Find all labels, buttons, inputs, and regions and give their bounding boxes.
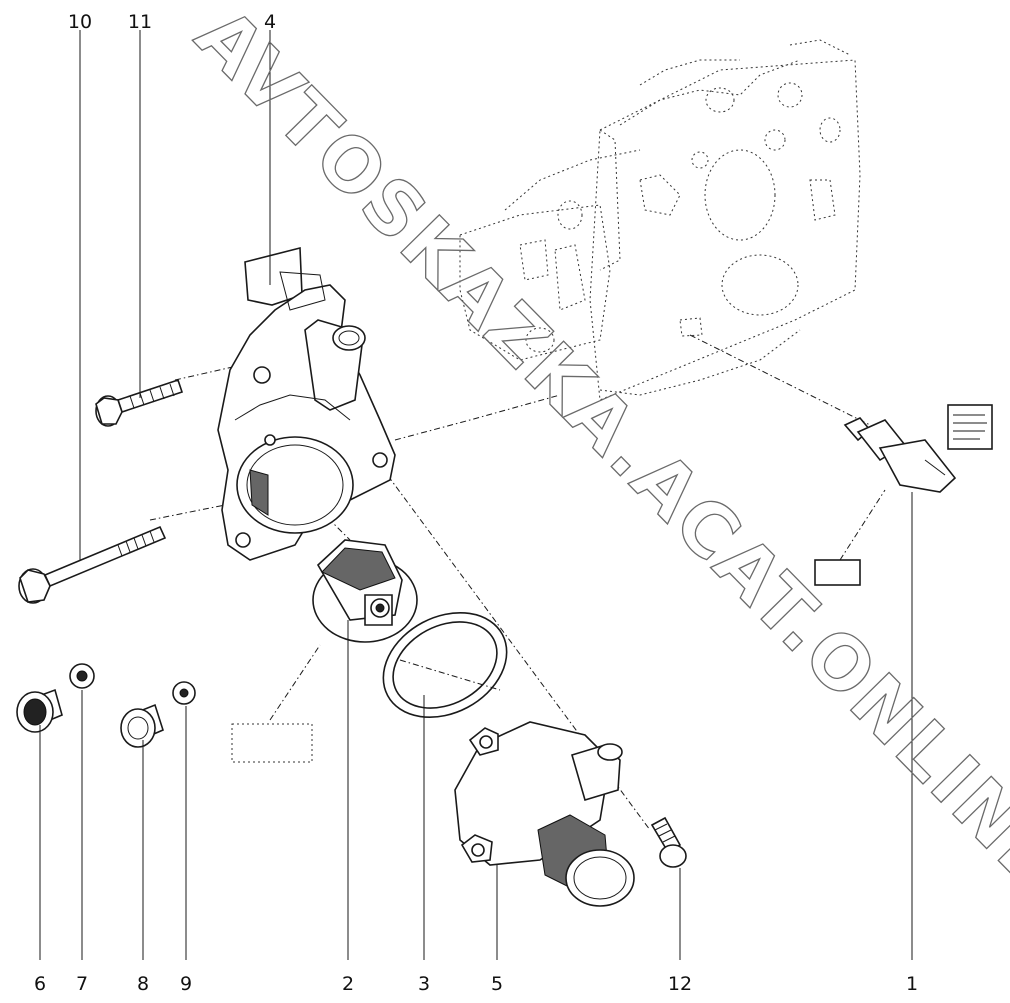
callout-3: 3 xyxy=(418,973,430,995)
bolt-11 xyxy=(95,378,184,427)
thermostat-housing xyxy=(217,246,396,561)
temperature-sensor xyxy=(843,417,957,493)
callout-11: 11 xyxy=(128,11,152,33)
callout-9: 9 xyxy=(180,973,192,995)
plug-8 xyxy=(120,703,164,748)
callout-6: 6 xyxy=(34,973,46,995)
callout-8: 8 xyxy=(137,973,149,995)
thermostat xyxy=(312,539,418,643)
callout-7: 7 xyxy=(76,973,88,995)
engine-block xyxy=(459,39,861,401)
callout-5: 5 xyxy=(491,973,503,995)
washer-7 xyxy=(69,663,95,689)
bolt-10 xyxy=(18,525,167,604)
water-outlet xyxy=(454,721,635,907)
callout-10: 10 xyxy=(68,11,92,33)
callout-4: 4 xyxy=(264,11,276,33)
kit-markers xyxy=(231,559,861,763)
seal-ring xyxy=(382,611,508,719)
washer-9 xyxy=(172,681,196,705)
callout-12: 12 xyxy=(668,973,692,995)
callout-1: 1 xyxy=(906,973,918,995)
callout-labels: 10 11 4 6 7 8 9 2 3 5 12 1 xyxy=(34,11,918,995)
plug-6 xyxy=(16,688,63,733)
bolt-12 xyxy=(650,816,687,868)
leader-lines xyxy=(39,30,913,960)
note-icon xyxy=(947,404,993,450)
callout-2: 2 xyxy=(342,973,354,995)
